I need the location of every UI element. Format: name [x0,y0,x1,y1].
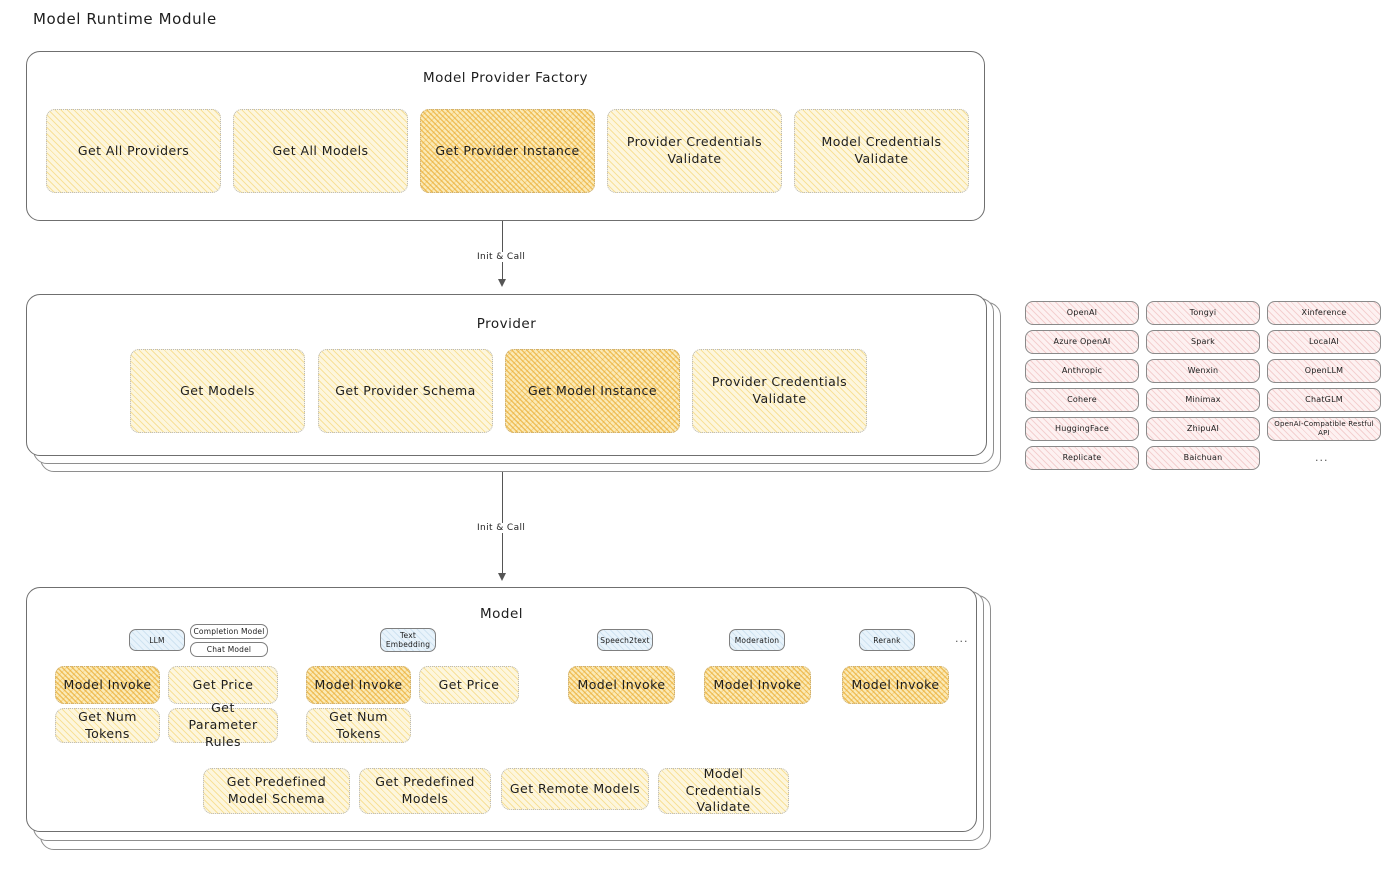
model-type-chip-moderation[interactable]: Moderation [729,629,785,651]
box-provider-credentials-validate-2[interactable]: Provider Credentials Validate [692,349,867,433]
provider-name-list: OpenAI Azure OpenAI Anthropic Cohere Hug… [1025,301,1381,471]
model-type-chip-text-embedding[interactable]: Text Embedding [380,628,436,652]
box-model-credentials-validate[interactable]: Model Credentials Validate [794,109,969,193]
box-get-all-providers[interactable]: Get All Providers [46,109,221,193]
provider-chip-localai[interactable]: LocalAI [1267,330,1381,354]
panel-title-model-provider-factory: Model Provider Factory [422,70,588,86]
provider-chip-tongyi[interactable]: Tongyi [1146,301,1260,325]
box-get-model-instance[interactable]: Get Model Instance [505,349,680,433]
provider-chip-openllm[interactable]: OpenLLM [1267,359,1381,383]
provider-chip-minimax[interactable]: Minimax [1146,388,1260,412]
panel-provider: Provider Get Models Get Provider Schema … [26,294,987,456]
box-llm-get-parameter-rules[interactable]: Get Parameter Rules [168,700,278,749]
page-title: Model Runtime Module [33,10,217,28]
provider-chip-huggingface[interactable]: HuggingFace [1025,417,1139,441]
connector-label-init-and-call: Init & Call [474,252,529,262]
provider-chip-replicate[interactable]: Replicate [1025,446,1139,470]
box-text-embedding-get-num-tokens[interactable]: Get Num Tokens [306,708,411,743]
connector-arrowhead-2 [498,573,506,581]
connector-arrowhead [498,279,506,287]
provider-chip-cohere[interactable]: Cohere [1025,388,1139,412]
provider-list-more: ... [1315,451,1329,464]
box-model-credentials-validate-2[interactable]: Model Credentials Validate [658,766,789,814]
box-get-provider-instance[interactable]: Get Provider Instance [420,109,595,193]
connector-line [502,221,504,282]
box-llm-model-invoke[interactable]: Model Invoke [55,666,160,704]
provider-chip-zhipuai[interactable]: ZhipuAI [1146,417,1260,441]
provider-chip-azure-openai[interactable]: Azure OpenAI [1025,330,1139,354]
box-get-models[interactable]: Get Models [130,349,305,433]
provider-chip-wenxin[interactable]: Wenxin [1146,359,1260,383]
box-get-remote-models[interactable]: Get Remote Models [501,768,649,810]
model-subchip-completion-model[interactable]: Completion Model [190,624,268,639]
box-get-predefined-model-schema[interactable]: Get Predefined Model Schema [203,768,350,814]
box-speech2text-model-invoke[interactable]: Model Invoke [568,666,675,704]
model-types-more: ... [955,632,969,645]
model-type-chip-speech2text[interactable]: Speech2text [597,629,653,651]
box-rerank-model-invoke[interactable]: Model Invoke [842,666,949,704]
provider-chip-openai-compatible-restful-api[interactable]: OpenAI-Compatible Restful API [1267,417,1381,441]
provider-chip-xinference[interactable]: Xinference [1267,301,1381,325]
provider-chip-baichuan[interactable]: Baichuan [1146,446,1260,470]
provider-chip-spark[interactable]: Spark [1146,330,1260,354]
provider-chip-chatglm[interactable]: ChatGLM [1267,388,1381,412]
box-llm-get-num-tokens[interactable]: Get Num Tokens [55,708,160,743]
connector-label-init-and-call-2: Init & Call [474,523,529,533]
panel-title-model: Model [479,606,524,622]
box-provider-credentials-validate[interactable]: Provider Credentials Validate [607,109,782,193]
box-get-provider-schema[interactable]: Get Provider Schema [318,349,493,433]
box-get-predefined-models[interactable]: Get Predefined Models [359,768,491,814]
box-get-all-models[interactable]: Get All Models [233,109,408,193]
box-text-embedding-model-invoke[interactable]: Model Invoke [306,666,411,704]
provider-chip-openai[interactable]: OpenAI [1025,301,1139,325]
box-moderation-model-invoke[interactable]: Model Invoke [704,666,811,704]
panel-title-provider: Provider [476,316,537,332]
model-type-chip-llm[interactable]: LLM [129,629,185,651]
model-subchip-chat-model[interactable]: Chat Model [190,642,268,657]
box-text-embedding-get-price[interactable]: Get Price [419,666,519,704]
model-type-chip-rerank[interactable]: Rerank [859,629,915,651]
provider-chip-anthropic[interactable]: Anthropic [1025,359,1139,383]
panel-model-provider-factory: Model Provider Factory Get All Providers… [26,51,985,221]
panel-model: Model LLM Completion Model Chat Model Mo… [26,587,977,832]
box-llm-get-price[interactable]: Get Price [168,666,278,704]
